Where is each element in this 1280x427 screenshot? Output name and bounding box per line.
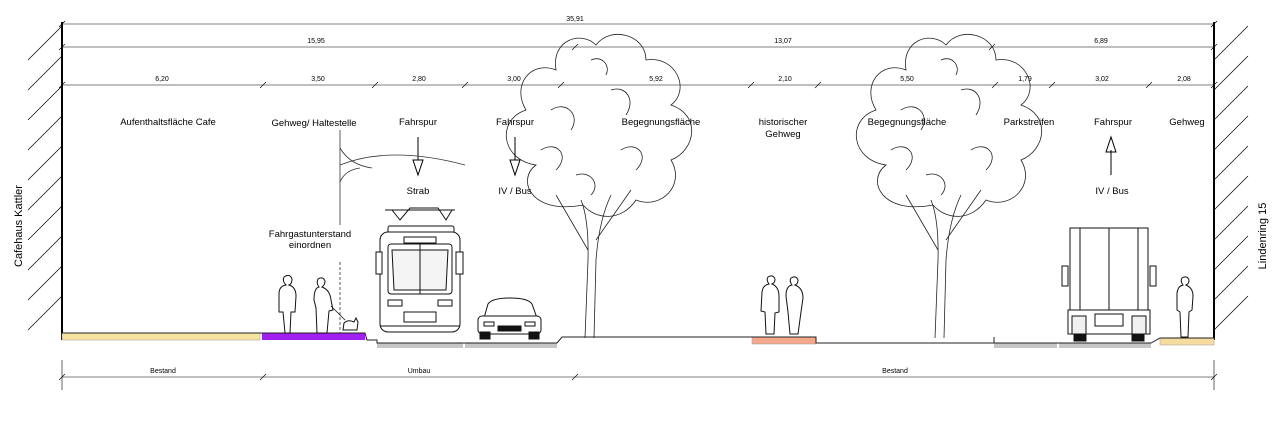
pedestrian-icon [785,276,804,335]
zone-label-parking: Parkstreifen [1004,117,1055,128]
right-building-wall [1213,22,1249,340]
left-building-label: Cafehaus Kattler [13,185,25,267]
phase-label-existing-left: Bestand [150,368,176,375]
zone-label-encounter-left: Begegnungsfläche [622,117,701,128]
tram-lane-surface [377,343,463,348]
pedestrian-icon [313,277,346,334]
parking-surface [994,343,1057,348]
dim-seg-3: 2,80 [412,76,426,83]
shelter-canopy-icon [339,130,466,333]
dim-total-label: 35,91 [566,16,584,23]
dim-group-2: 13,07 [774,38,792,45]
bus-lane-surface [465,343,557,348]
dimension-groups [58,43,1218,51]
pedestrian-icon [1176,276,1194,338]
tree-icon [855,34,1043,339]
dim-group-3: 6,89 [1094,38,1108,45]
dim-seg-8: 1,79 [1018,76,1032,83]
bus-label-right: IV / Bus [1095,186,1129,197]
dim-seg-10: 2,08 [1177,76,1191,83]
pedestrian-icon [278,274,297,334]
right-building-label: Lindenring 15 [1257,203,1269,270]
dog-icon [342,316,359,331]
tree-icon [505,34,693,339]
shelter-note-line2: einordnen [289,240,331,251]
zone-label-tram-lane: Fahrspur [399,117,437,128]
zone-label-historic-1: historischer [759,117,808,128]
dim-seg-4: 3,00 [507,76,521,83]
phase-dimension [58,360,1218,390]
arrow-down-icon [412,137,424,177]
right-sidewalk-surface [1159,337,1215,346]
tram-icon [375,207,464,333]
left-building-wall [27,22,63,340]
dim-seg-7: 5,50 [900,76,914,83]
arrow-down-icon [509,137,521,177]
dimension-total: 35,91 [58,16,1218,28]
dim-seg-2: 3,50 [311,76,325,83]
phase-label-redevelopment: Umbau [408,368,431,375]
historic-sidewalk-surface [751,336,817,345]
zone-label-bus-lane: Fahrspur [496,117,534,128]
zone-label-right-sidewalk: Gehweg [1169,117,1204,128]
ground-surfaces [61,332,1215,348]
pedestrian-icon [760,275,780,335]
car-icon [477,297,542,340]
dim-seg-5: 5,92 [649,76,663,83]
dim-group-1: 15,95 [307,38,325,45]
tram-stop-surface [262,333,365,340]
dim-seg-9: 3,02 [1095,76,1109,83]
zone-label-stop: Gehweg/ Haltestelle [271,118,356,129]
tram-label: Strab [407,186,430,197]
phase-label-existing-right: Bestand [882,368,908,375]
dim-seg-1: 6,20 [155,76,169,83]
shelter-note-line1: Fahrgastunterstand [269,229,351,240]
dimension-segments [58,81,1218,89]
zone-label-encounter-right: Begegnungsfläche [868,117,947,128]
bus-label-left: IV / Bus [498,186,532,197]
zone-label-cafe: Aufenthaltsfläche Cafe [120,117,216,128]
arrow-up-icon [1105,135,1117,175]
zone-label-right-lane: Fahrspur [1094,117,1132,128]
truck-icon [1061,227,1157,342]
right-lane-surface [1059,343,1151,348]
cafe-area-surface [61,332,261,341]
zone-label-historic-2: Gehweg [765,129,800,140]
dim-seg-6: 2,10 [778,76,792,83]
